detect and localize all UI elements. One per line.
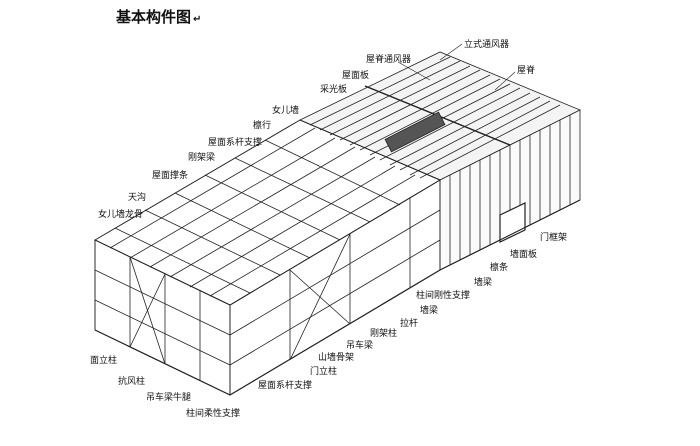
label-gable-column: 面立柱 (90, 354, 117, 366)
label-gutter: 天沟 (128, 191, 146, 203)
title-return-mark: ↵ (193, 14, 202, 25)
label-purlin2: 拉杆 (400, 317, 418, 329)
label-crane-beam: 吊车梁 (346, 339, 373, 351)
label-roof-brace: 屋面系杆支撑 (208, 136, 262, 148)
label-purlin: 檩行 (253, 119, 271, 131)
label-roof-brace2: 屋面撑条 (152, 169, 188, 181)
label-column-tie: 柱间柔性支撑 (186, 407, 240, 419)
label-roof-tie: 屋面系杆支撑 (258, 379, 312, 391)
frame-girts (94, 209, 441, 366)
label-skylight: 采光板 (320, 83, 347, 95)
label-parapet: 女儿墙 (272, 104, 299, 116)
label-door-frame: 门框架 (540, 231, 567, 243)
label-roof-panel: 屋面板 (342, 69, 369, 81)
label-eave-vent: 屋脊通风器 (366, 53, 411, 65)
frame-columns (94, 198, 411, 395)
label-gable-frame: 山墙骨架 (318, 351, 354, 363)
label-column-brace: 柱间刚性支撑 (416, 289, 470, 301)
label-frame-column: 刚架柱 (370, 327, 397, 339)
label-wind-column: 抗风柱 (118, 375, 145, 387)
label-wall-beam: 墙梁 (420, 304, 438, 316)
label-wall-girt: 墙梁 (474, 276, 492, 288)
ridge-vent-block (384, 111, 446, 153)
frame-rafters (114, 139, 401, 294)
label-door-column: 门立柱 (310, 365, 337, 377)
label-frame-beam: 刚架梁 (188, 151, 215, 163)
label-roof-ridge: 屋脊 (517, 64, 535, 76)
label-group: 立式通风器 屋脊通风器 屋脊 屋面板 采光板 女儿墙 檩行 屋面系杆支撑 刚架梁… (90, 38, 567, 419)
wall-panel-ribs (449, 115, 571, 265)
frame-purlins (109, 127, 416, 297)
frame-front-wall (94, 239, 231, 396)
ground-base (94, 199, 581, 396)
column-braces (129, 233, 351, 365)
label-parapet-post: 女儿墙龙骨 (98, 208, 143, 220)
diagram-title: 基本构件图↵ (116, 6, 201, 27)
label-ridge-vent: 立式通风器 (464, 38, 509, 50)
label-wall-panel: 墙面板 (510, 248, 537, 260)
label-crane-bracket: 吊车梁牛腿 (146, 391, 191, 403)
door-opening (499, 202, 526, 243)
label-wall-girt2: 檩条 (490, 261, 508, 273)
title-text: 基本构件图 (116, 8, 192, 26)
